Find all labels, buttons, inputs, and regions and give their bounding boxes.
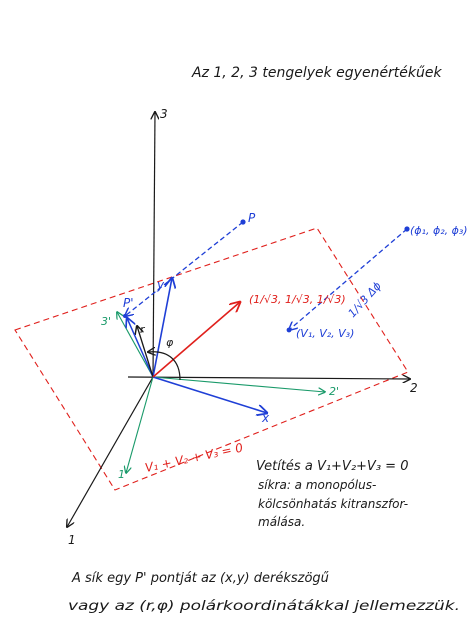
y-axis (152, 278, 172, 378)
header-text: Az 1, 2, 3 tengelyek egyenértékűek (191, 65, 443, 81)
phi-point-label: (ϕ₁, ϕ₂, ϕ₃) (410, 224, 468, 237)
y-axis-label: y (156, 278, 165, 292)
x-axis (152, 376, 267, 413)
proj-axis-1-label: 1' (118, 468, 128, 481)
x-axis-label: x (261, 411, 270, 425)
axis-3 (153, 112, 155, 378)
axis-1 (67, 376, 154, 527)
caption-line-2: vagy az (r,φ) polárkoordinátákkal jellem… (68, 599, 460, 614)
phi-point (404, 226, 410, 232)
point-p-proj (123, 314, 127, 318)
proj-axis-3-label: 3' (101, 315, 111, 328)
note-line-4: málása. (258, 515, 305, 529)
v-point (286, 327, 292, 333)
note-line-3: kölcsönhatás kitranszfor- (258, 497, 408, 511)
phi-label: φ (166, 336, 174, 349)
point-p-proj-label: P' (123, 296, 134, 310)
p-proj-vector (127, 318, 154, 378)
caption-line-1: A sík egy P' pontját az (x,y) derékszögű (71, 571, 330, 586)
proj-axis-2-label: 2' (329, 385, 339, 398)
r-vector (137, 326, 154, 378)
v-point-label: (V₁, V₂, V₃) (296, 327, 354, 340)
p-dashed-line (125, 221, 244, 316)
shift-label: 1/√3 Δϕ (346, 279, 384, 320)
phi-arc (148, 352, 181, 381)
axis-1-label: 1 (68, 533, 76, 547)
proj-axis-1 (126, 376, 154, 473)
r-label: r (140, 323, 146, 336)
proj-axis-2 (152, 376, 325, 392)
axis-2 (127, 377, 410, 379)
projection-plane (14, 227, 409, 491)
axis-3-label: 3 (160, 107, 168, 121)
proj-axis-3 (117, 312, 154, 378)
axis-2-label: 2 (410, 381, 418, 395)
phi-dashed-line (289, 228, 408, 330)
point-p (240, 219, 246, 225)
unit-vector (152, 302, 240, 378)
unit-vector-label: (1/√3, 1/√3, 1/√3) (249, 293, 346, 306)
point-p-label: P (248, 211, 256, 225)
note-line-1: Vetítés a V₁+V₂+V₃ = 0 (256, 459, 408, 474)
plane-label: V₁ + V₂ + V₃ = 0 (144, 440, 245, 475)
note-line-2: síkra: a monopólus- (258, 478, 376, 492)
